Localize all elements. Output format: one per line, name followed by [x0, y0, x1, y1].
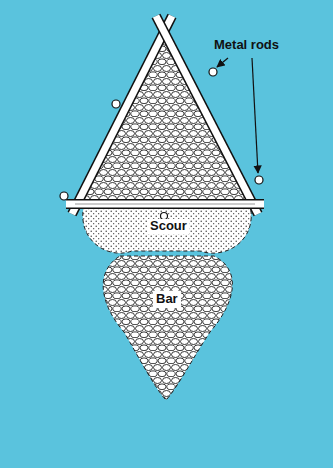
region-label: Bar — [153, 291, 181, 308]
region-label: Scour — [148, 219, 189, 234]
part-label: Metal rods — [214, 38, 279, 53]
